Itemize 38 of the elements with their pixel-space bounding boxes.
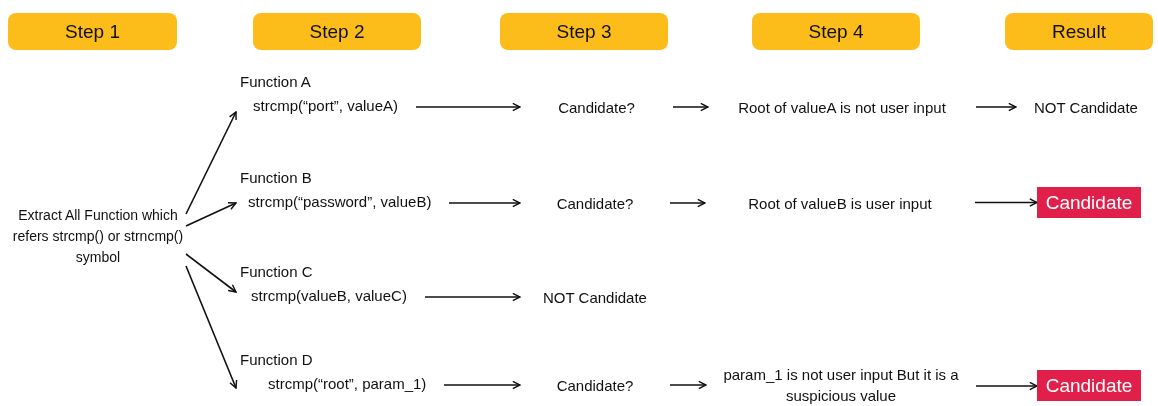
arrow bbox=[974, 198, 1038, 207]
arrow bbox=[448, 198, 521, 208]
arrow bbox=[424, 292, 521, 302]
step-text: Root of valueA is not user input bbox=[708, 96, 976, 118]
function-call: strcmp(valueB, valueC) bbox=[251, 286, 407, 306]
function-name: Function A bbox=[240, 72, 311, 92]
result-badge: Candidate bbox=[1037, 370, 1141, 401]
step-header: Step 3 bbox=[500, 13, 668, 50]
arrow bbox=[975, 381, 1038, 391]
step-text: NOT Candidate bbox=[1016, 96, 1156, 118]
step-text: Candidate? bbox=[520, 374, 670, 396]
step-text: Extract All Function which refers strcmp() or strncmp() symbol bbox=[8, 203, 196, 269]
arrow bbox=[185, 202, 237, 227]
function-name: Function D bbox=[240, 350, 313, 370]
step-text: Root of valueB is user input bbox=[705, 192, 975, 214]
arrow bbox=[185, 111, 237, 215]
function-call: strcmp(“password”, valueB) bbox=[248, 192, 432, 212]
result-badge: Candidate bbox=[1037, 187, 1141, 218]
arrow bbox=[672, 102, 709, 112]
step-header: Step 2 bbox=[253, 13, 421, 50]
function-name: Function C bbox=[240, 262, 313, 282]
arrow bbox=[185, 265, 238, 389]
function-call: strcmp(“port”, valueA) bbox=[253, 96, 399, 116]
function-call: strcmp(“root”, param_1) bbox=[268, 374, 427, 394]
step-text: Candidate? bbox=[520, 96, 673, 118]
arrow bbox=[669, 380, 707, 390]
arrow bbox=[669, 198, 706, 208]
step-text: NOT Candidate bbox=[520, 286, 670, 308]
step-text: param_1 is not user input But it is a suspicious value bbox=[706, 364, 976, 406]
arrow bbox=[185, 253, 237, 293]
step-header: Result bbox=[1005, 13, 1153, 50]
step-header: Step 1 bbox=[8, 13, 177, 50]
function-name: Function B bbox=[240, 168, 312, 188]
step-header: Step 4 bbox=[752, 13, 920, 50]
arrow bbox=[975, 102, 1017, 112]
step-text: Candidate? bbox=[520, 192, 670, 214]
arrow bbox=[415, 102, 521, 112]
arrow bbox=[443, 380, 521, 390]
